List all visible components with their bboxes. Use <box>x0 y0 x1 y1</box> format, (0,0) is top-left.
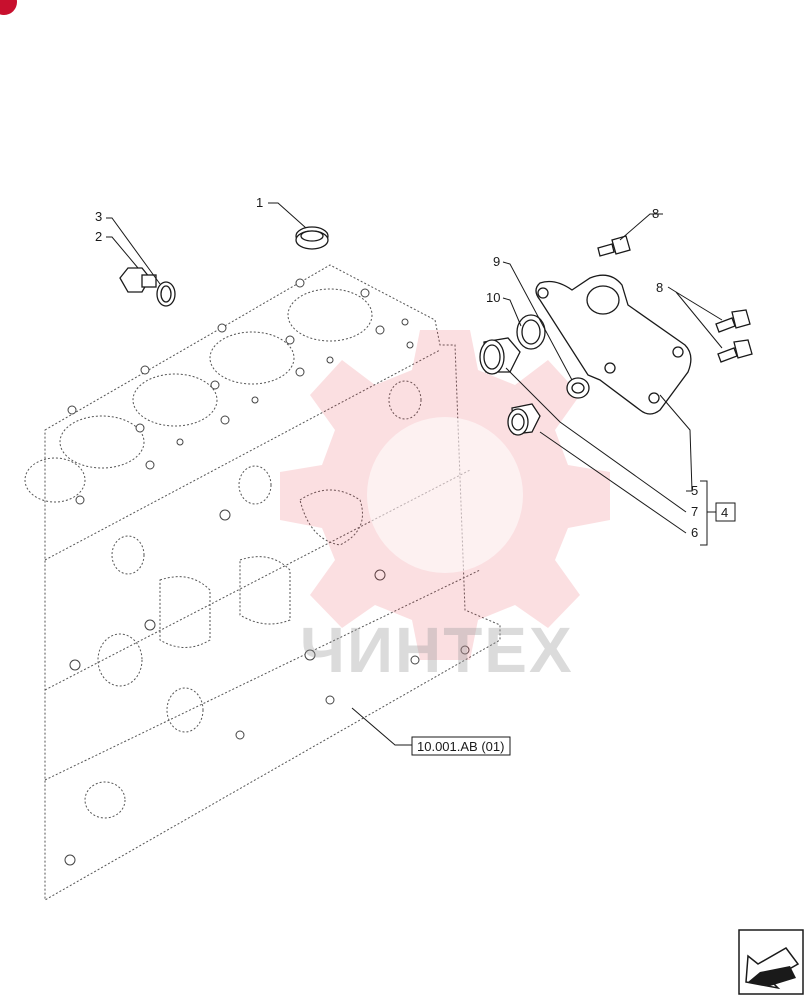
callout-6: 6 <box>691 525 698 540</box>
part-8-bolt-top <box>597 235 631 257</box>
part-1-ring <box>295 226 329 250</box>
part-10-washer <box>516 314 546 350</box>
nav-arrow-icon[interactable] <box>738 929 804 995</box>
callout-4: 4 <box>721 505 728 520</box>
corner-badge <box>0 0 17 15</box>
part-7-plug <box>479 337 521 375</box>
callout-9: 9 <box>493 254 500 269</box>
callout-1: 1 <box>256 195 263 210</box>
callout-10: 10 <box>486 290 500 305</box>
callout-8-side: 8 <box>656 280 663 295</box>
part-3-washer <box>156 281 176 307</box>
part-9-washer <box>566 377 590 399</box>
engine-block <box>24 264 501 901</box>
callout-8-top: 8 <box>652 206 659 221</box>
part-2-plug <box>119 267 157 293</box>
part-8-bolt-mid <box>715 309 751 333</box>
reference-label[interactable]: 10.001.AB (01) <box>417 739 504 754</box>
callout-2: 2 <box>95 229 102 244</box>
callout-4-box <box>715 502 736 522</box>
reference-box <box>411 736 511 756</box>
part-8-bolt-low <box>717 339 753 363</box>
leader-lines <box>106 202 723 746</box>
part-6-plug <box>507 403 541 436</box>
part-5-bracket <box>535 274 692 415</box>
callout-3: 3 <box>95 209 102 224</box>
watermark-logo: ЧИНТЕХ <box>280 330 610 686</box>
callout-5: 5 <box>691 483 698 498</box>
callout-7: 7 <box>691 504 698 519</box>
watermark-text: ЧИНТЕХ <box>300 614 574 686</box>
